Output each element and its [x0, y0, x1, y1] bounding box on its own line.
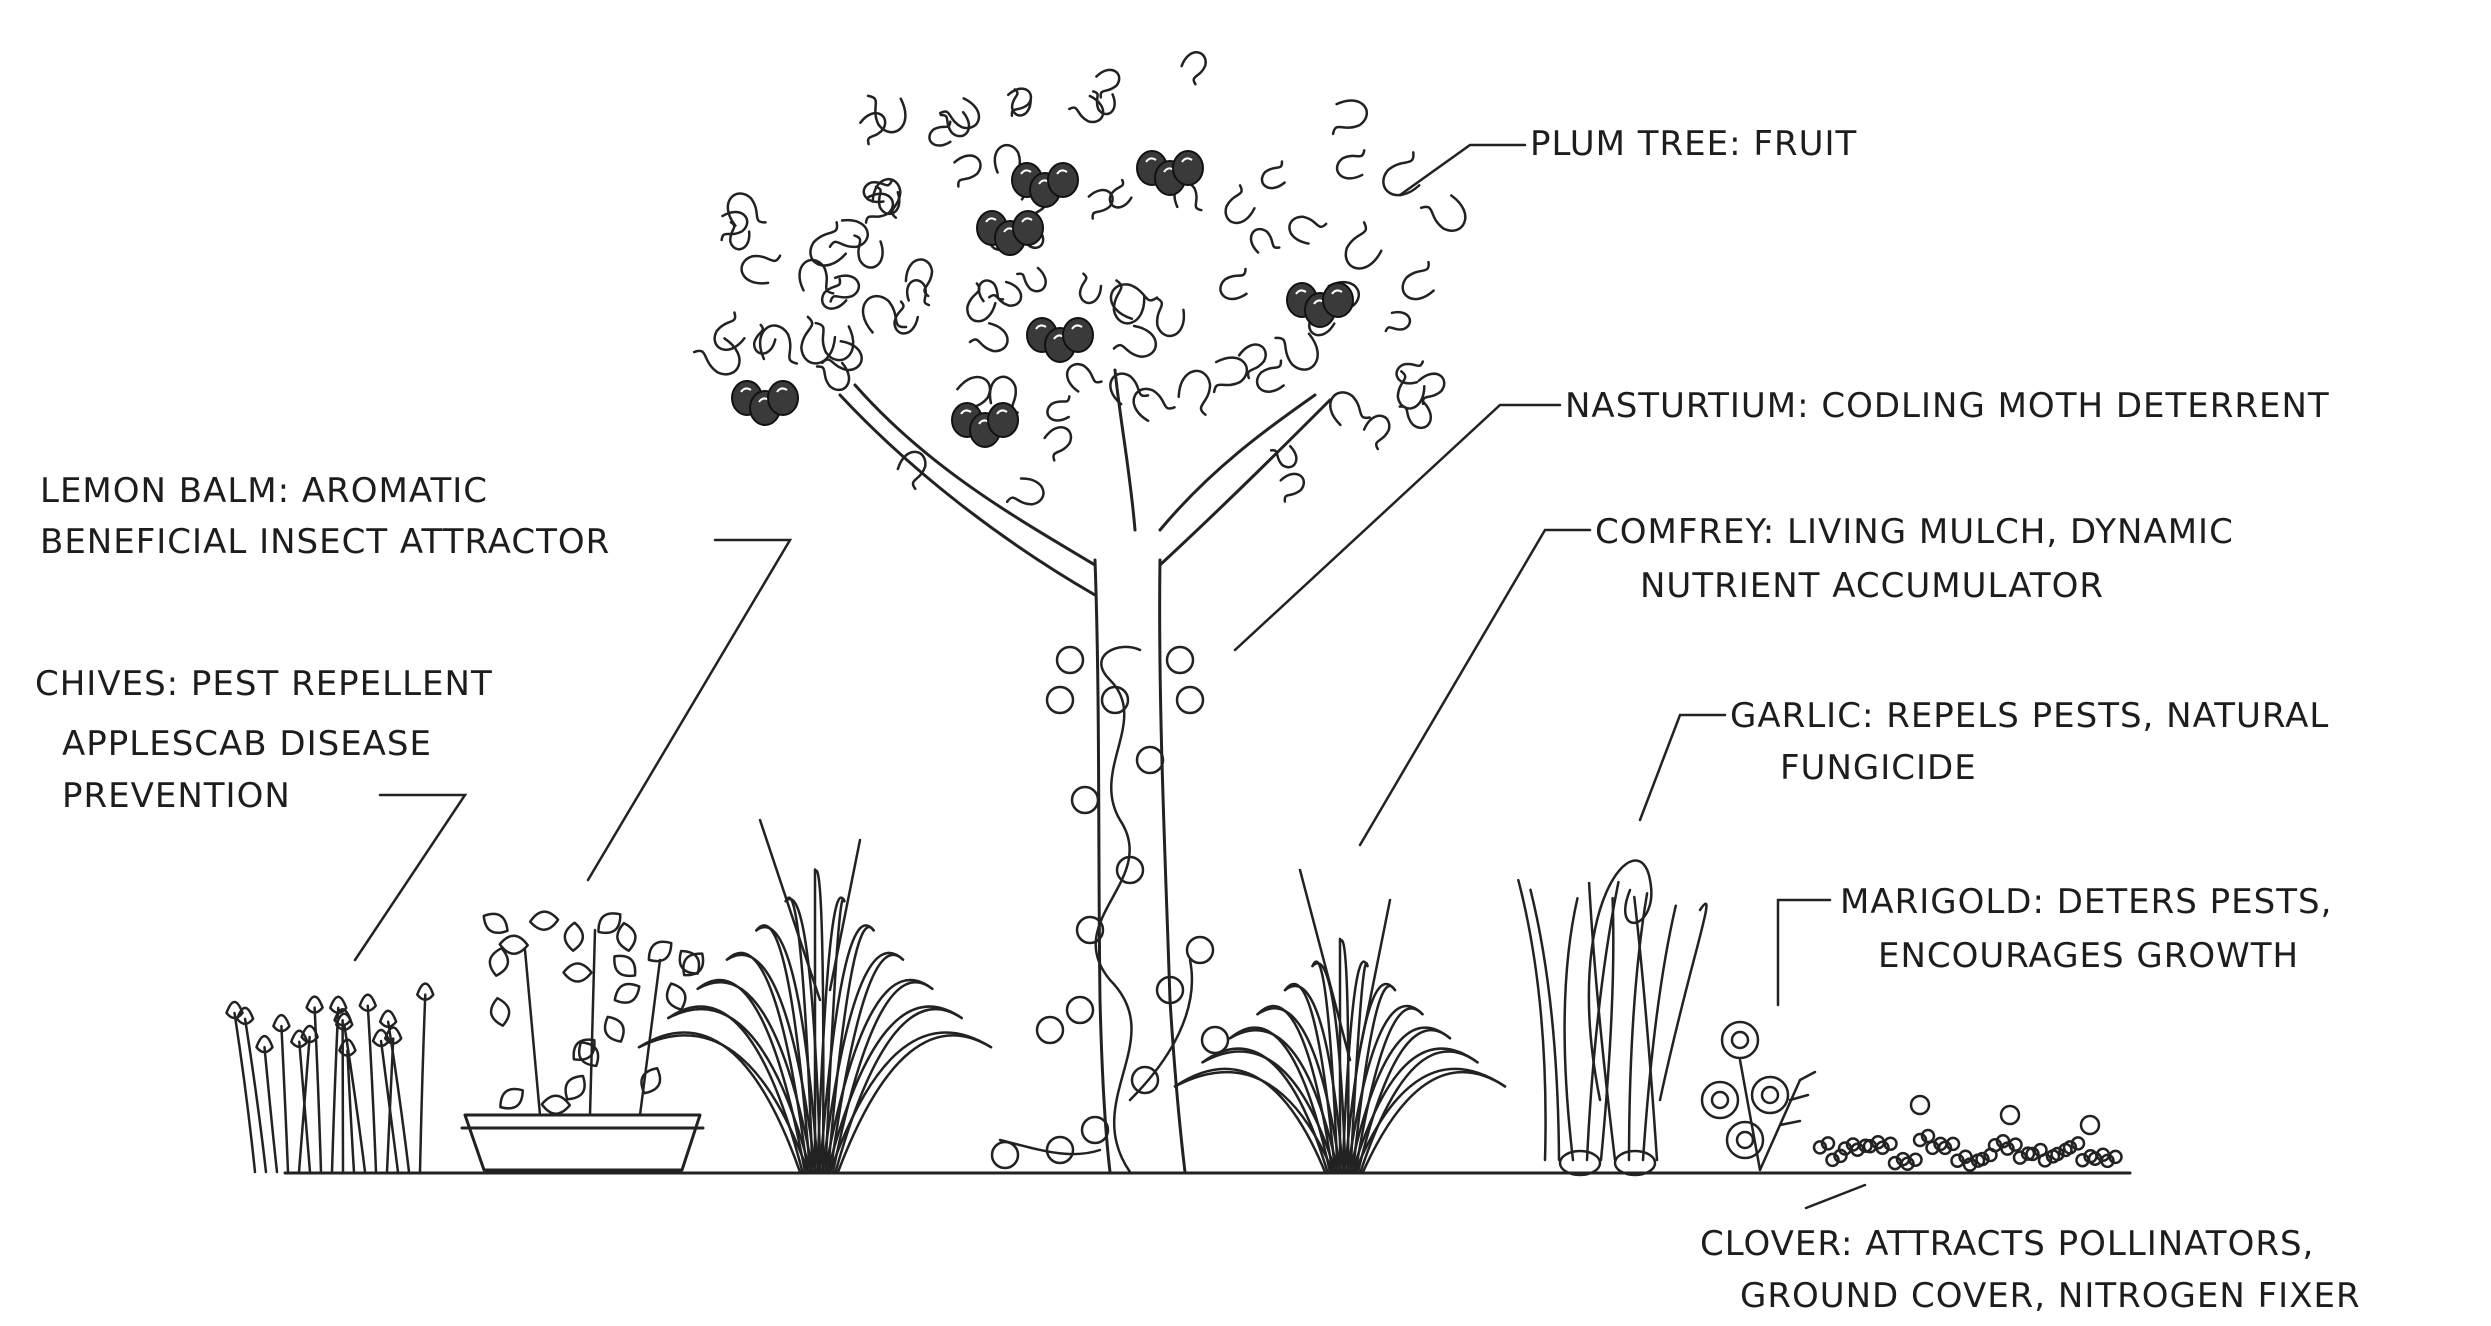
clover-leader	[1806, 1185, 1865, 1208]
comfrey-label-line2: NUTRIENT ACCUMULATOR	[1640, 560, 2104, 612]
chives-label-line2: APPLESCAB DISEASE	[62, 718, 432, 770]
chives-leader	[355, 795, 465, 960]
marigold-drawing	[1702, 1022, 1815, 1170]
garlic-label-line2: FUNGICIDE	[1780, 742, 1977, 794]
clover-label-line2: GROUND COVER, NITROGEN FIXER	[1740, 1270, 2361, 1322]
plum-tree-label: PLUM TREE: FRUIT	[1530, 118, 1857, 170]
lemon-balm-label-line2: BENEFICIAL INSECT ATTRACTOR	[40, 516, 610, 568]
nasturtium-leader	[1235, 405, 1560, 650]
marigold-label-line1: MARIGOLD: DETERS PESTS,	[1840, 876, 2332, 928]
comfrey-drawing	[639, 820, 1505, 1172]
garlic-leader	[1640, 715, 1725, 820]
marigold-leader	[1778, 900, 1830, 1005]
nasturtium-label: NASTURTIUM: CODLING MOTH DETERRENT	[1565, 380, 2330, 432]
lemon-balm-leader	[588, 540, 790, 880]
chives-label-line1: CHIVES: PEST REPELLENT	[35, 658, 493, 710]
lemon-balm-drawing	[462, 907, 709, 1170]
chives-label-line3: PREVENTION	[62, 770, 291, 822]
garlic-label-line1: GARLIC: REPELS PESTS, NATURAL	[1730, 690, 2329, 742]
lemon-balm-label-line1: LEMON BALM: AROMATIC	[40, 465, 488, 517]
marigold-label-line2: ENCOURAGES GROWTH	[1878, 930, 2299, 982]
nasturtium-drawing	[992, 647, 1228, 1172]
plum-tree-leader	[1400, 145, 1525, 195]
comfrey-label-line1: COMFREY: LIVING MULCH, DYNAMIC	[1595, 506, 2234, 558]
comfrey-leader	[1360, 530, 1590, 845]
chives-drawing	[227, 984, 434, 1172]
clover-label-line1: CLOVER: ATTRACTS POLLINATORS,	[1700, 1218, 2314, 1270]
clover-drawing	[1814, 1096, 2122, 1171]
garlic-drawing	[1518, 861, 1706, 1175]
